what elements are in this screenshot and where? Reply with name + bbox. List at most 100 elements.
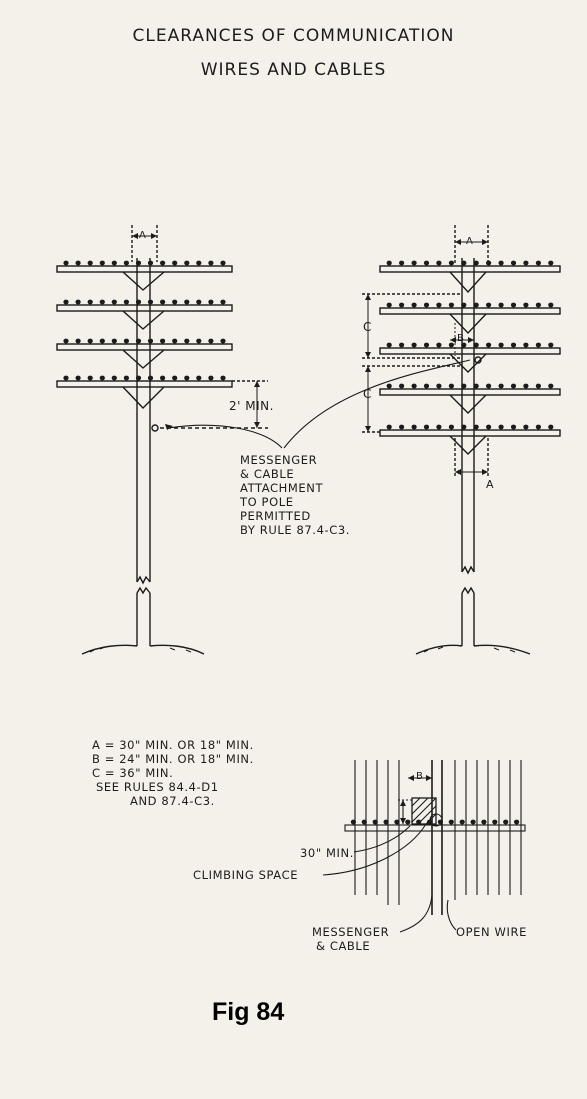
insulator-pin <box>425 264 428 266</box>
insulator-pin <box>162 303 164 305</box>
left-dim-a: A <box>139 230 147 241</box>
right-dim-a-top: A <box>466 236 474 247</box>
insulator-pin <box>125 303 127 305</box>
insulator-pin <box>429 823 431 825</box>
insulator-pin <box>550 387 552 389</box>
insulator-pin <box>101 264 103 266</box>
insulator <box>383 819 389 825</box>
insulator-pin <box>401 346 403 348</box>
insulator <box>486 260 492 266</box>
insulator <box>535 424 542 430</box>
insulator-pin <box>77 303 79 305</box>
insulator-pin <box>475 306 477 308</box>
detail-dim-b: B <box>416 771 424 782</box>
insulator <box>473 302 479 308</box>
insulator <box>135 338 142 344</box>
insulator <box>111 299 117 305</box>
insulator-pin <box>101 303 103 305</box>
insulator <box>405 819 411 825</box>
insulator <box>436 424 442 430</box>
insulator <box>459 819 465 825</box>
insulator <box>196 338 202 344</box>
insulator <box>123 299 129 305</box>
insulator-pin <box>89 303 91 305</box>
insulator <box>411 424 417 430</box>
insulator-pin <box>550 264 552 266</box>
insulator <box>448 424 454 430</box>
attachment-note-line: & CABLE <box>240 467 295 481</box>
insulator-pin <box>113 264 115 266</box>
insulator-pin <box>174 264 176 266</box>
insulator <box>111 260 117 266</box>
insulator-pin <box>413 264 415 266</box>
insulator-pin <box>463 428 465 430</box>
insulator <box>486 302 492 308</box>
insulator-pin <box>463 264 465 266</box>
insulator-pin <box>450 346 452 348</box>
insulator <box>386 424 392 430</box>
insulator <box>63 299 69 305</box>
insulator-pin <box>413 428 415 430</box>
insulator-pin <box>418 823 420 825</box>
insulator <box>361 819 367 825</box>
insulator <box>548 424 554 430</box>
insulator-pin <box>77 379 79 381</box>
insulator <box>510 342 517 348</box>
insulator <box>514 819 520 825</box>
right-dim-a-bottom: A <box>486 478 495 491</box>
insulator-pin <box>488 387 490 389</box>
insulator <box>498 383 504 389</box>
insulator-pin <box>186 342 188 344</box>
insulator-pin <box>137 303 140 305</box>
insulator <box>399 383 405 389</box>
insulator-pin <box>438 346 440 348</box>
right-dim-c-lower: C <box>363 387 372 401</box>
insulator-pin <box>438 306 440 308</box>
insulator <box>172 299 178 305</box>
insulator <box>473 260 479 266</box>
insulator-pin <box>401 264 403 266</box>
insulator-pin <box>500 264 502 266</box>
insulator-pin <box>222 303 224 305</box>
insulator-pin <box>512 387 515 389</box>
insulator-pin <box>461 823 463 825</box>
insulator <box>436 260 442 266</box>
insulator <box>486 383 492 389</box>
insulator-pin <box>413 387 415 389</box>
insulator-pin <box>425 387 428 389</box>
clearance-note-line: AND 87.4-C3. <box>130 794 215 808</box>
insulator-pin <box>89 264 91 266</box>
insulator-pin <box>174 379 176 381</box>
insulator-pin <box>525 306 527 308</box>
insulator-pin <box>488 428 490 430</box>
insulator-pin <box>500 428 502 430</box>
insulator <box>147 260 154 266</box>
insulator <box>135 299 142 305</box>
insulator-pin <box>512 264 515 266</box>
insulator-pin <box>149 264 152 266</box>
insulator-pin <box>425 428 428 430</box>
insulator-pin <box>388 264 390 266</box>
insulator <box>184 260 190 266</box>
insulator <box>135 260 142 266</box>
insulator <box>208 299 214 305</box>
insulator <box>535 302 542 308</box>
insulator <box>99 299 105 305</box>
insulator-pin <box>450 387 452 389</box>
insulator-pin <box>77 264 79 266</box>
insulator <box>87 338 93 344</box>
title-line-1: CLEARANCES OF COMMUNICATION <box>132 26 455 46</box>
insulator-pin <box>162 342 164 344</box>
insulator-pin <box>388 387 390 389</box>
attachment-note-line: MESSENGER <box>240 453 318 467</box>
insulator-pin <box>186 379 188 381</box>
insulator-pin <box>438 428 440 430</box>
insulator-pin <box>450 823 452 825</box>
insulator <box>196 375 202 381</box>
insulator <box>523 342 529 348</box>
insulator-pin <box>463 346 465 348</box>
insulator-pin <box>210 379 212 381</box>
insulator-pin <box>101 342 103 344</box>
insulator <box>461 383 467 389</box>
